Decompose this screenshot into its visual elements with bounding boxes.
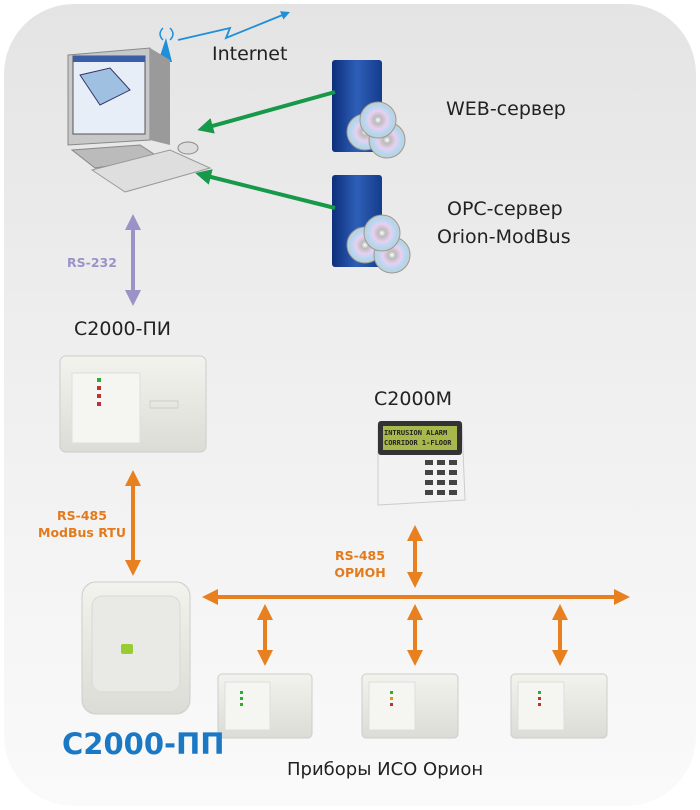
- orion-device-2: [361, 673, 459, 739]
- opc-server-label-2: Orion-ModBus: [437, 226, 571, 248]
- opc-server-arrow: [195, 169, 336, 210]
- c2000m-label: С2000М: [374, 388, 453, 410]
- opc-server-software-icon: [332, 175, 411, 274]
- rs485-orion-label: RS-485 ОРИОН: [325, 547, 395, 581]
- rs232-label: RS-232: [67, 255, 117, 270]
- keypad-display: INTRUSION ALARM CORRIDOR 1-FLOOR: [384, 428, 451, 448]
- keypad-display-line1: INTRUSION ALARM: [384, 429, 448, 437]
- rs485-modbus-label-line2: ModBus RTU: [38, 525, 126, 540]
- rs485-modbus-label-line1: RS-485: [57, 508, 107, 523]
- internet-link-icon: [177, 11, 291, 41]
- web-server-arrow: [197, 90, 336, 134]
- c2000-pi-label: С2000-ПИ: [74, 318, 171, 340]
- internet-label: Internet: [212, 43, 288, 65]
- keypad-display-line2: CORRIDOR 1-FLOOR: [384, 439, 452, 447]
- opc-server-label: OPC-сервер: [447, 198, 563, 220]
- c2000-pp-device: [81, 581, 191, 715]
- c2000-pp-label: С2000-ПП: [62, 727, 225, 761]
- rs485-modbus-label: RS-485 ModBus RTU: [34, 507, 130, 541]
- devices-caption: Приборы ИСО Орион: [287, 759, 484, 780]
- rs485-orion-label-line1: RS-485: [335, 548, 385, 563]
- c2000-pi-device: [59, 355, 207, 453]
- web-server-software-icon: [332, 60, 406, 159]
- orion-device-3: [510, 673, 608, 739]
- c2000m-keypad: [377, 421, 466, 506]
- orion-device-1: [217, 673, 313, 739]
- web-server-label: WEB-сервер: [446, 98, 566, 120]
- computer-icon: [67, 47, 212, 193]
- rs485-orion-label-line2: ОРИОН: [334, 565, 386, 580]
